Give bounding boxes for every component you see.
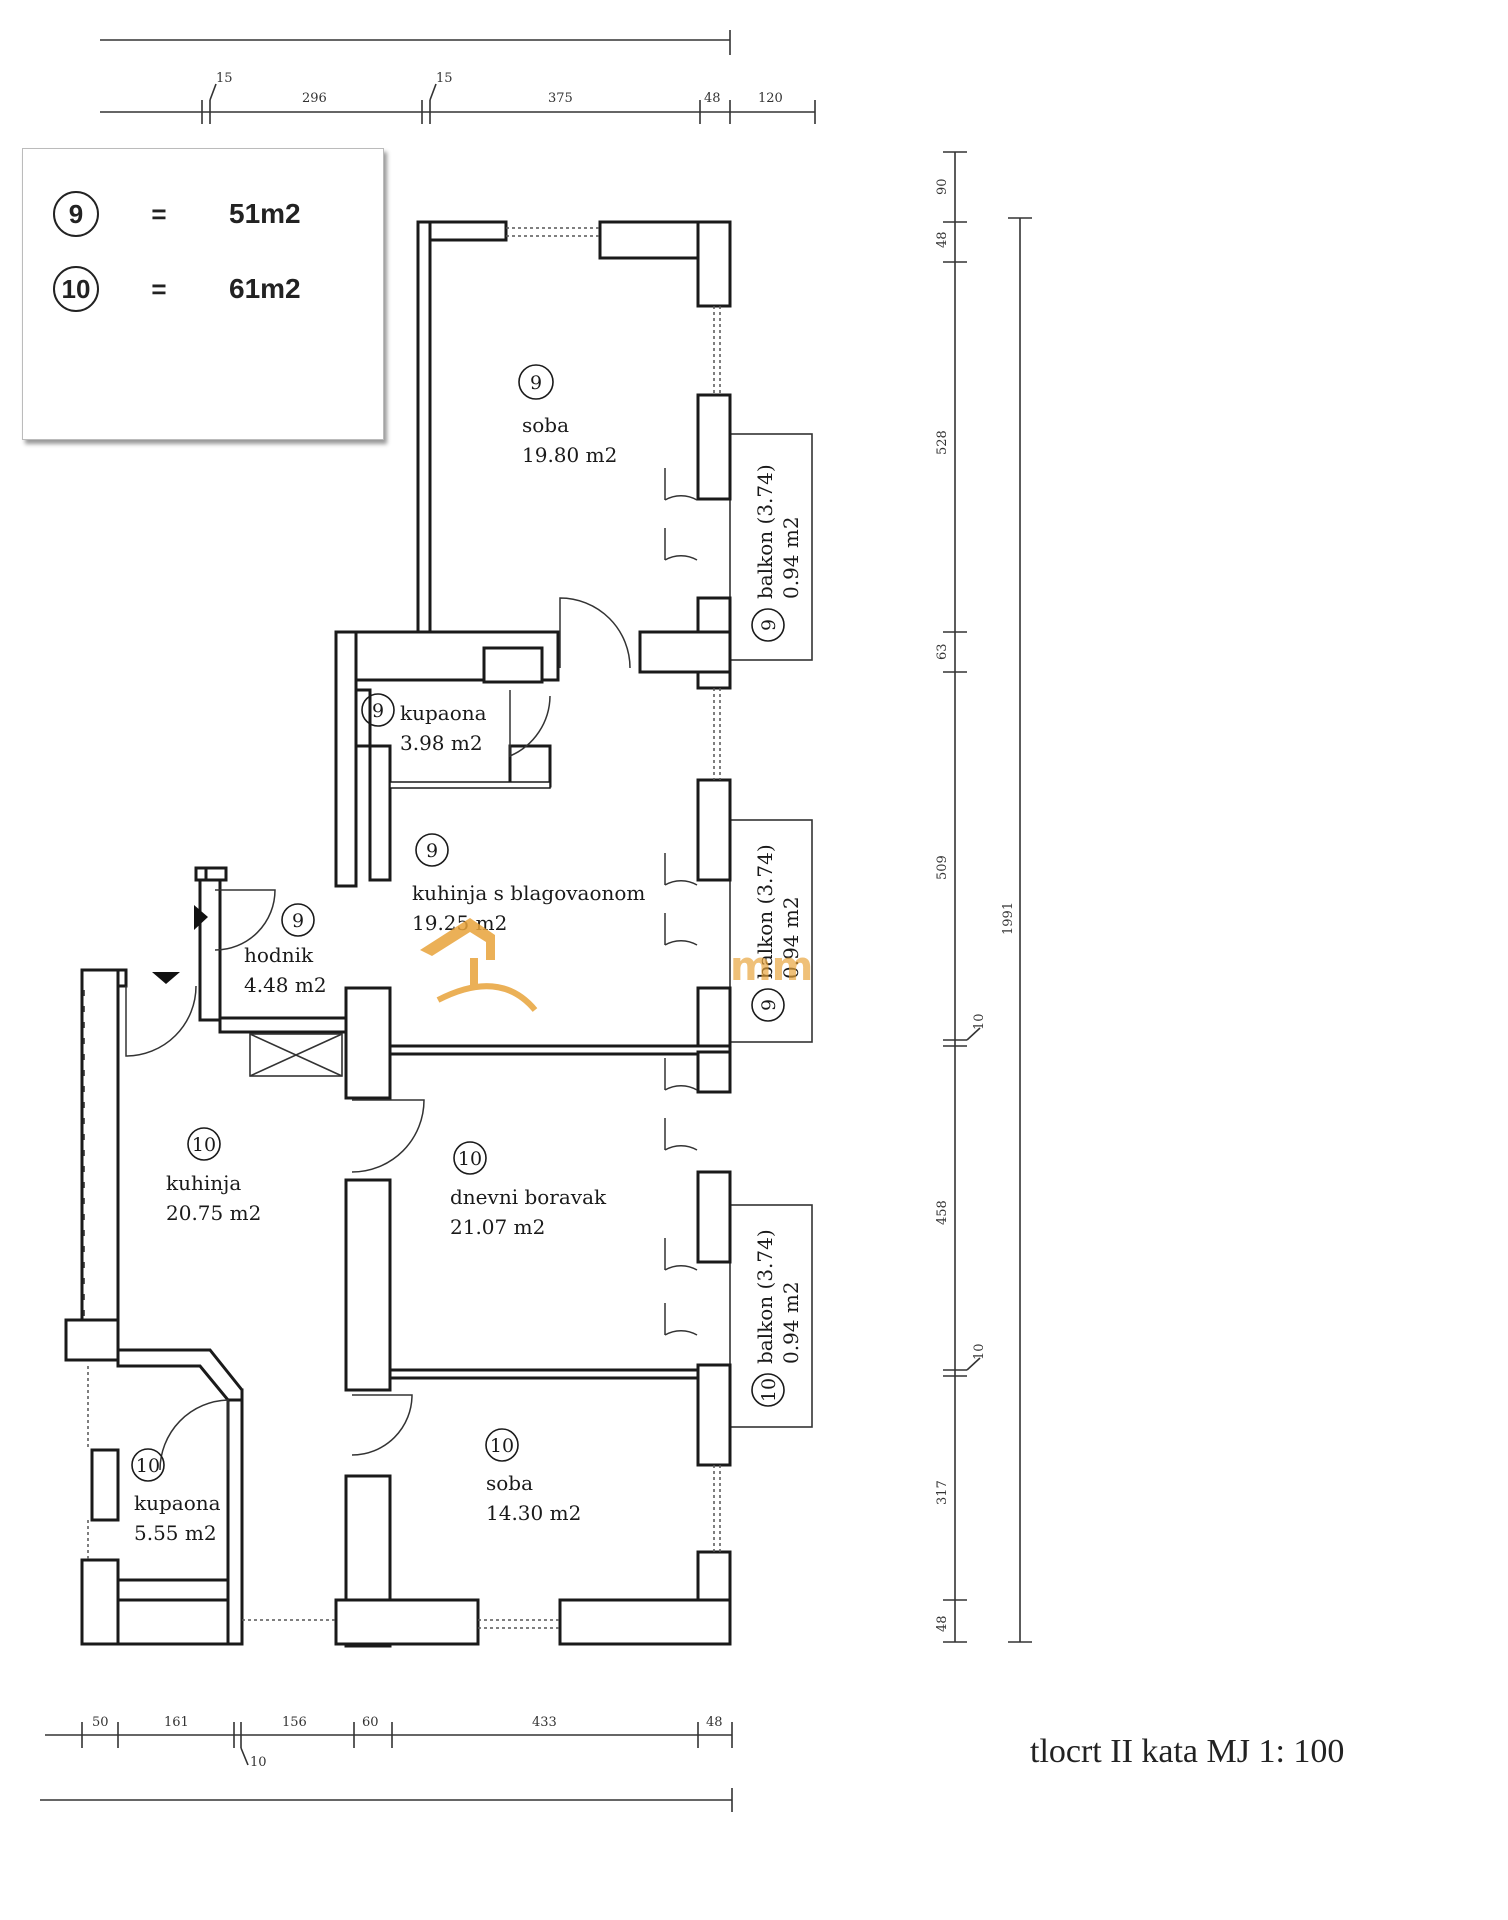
dim-bottom-2: 156	[282, 1715, 307, 1730]
legend-unit-badge: 9	[53, 191, 99, 237]
legend-equals: =	[151, 198, 167, 229]
dim-top-0: 15	[216, 71, 233, 86]
balcony-2-label: balkon (3.74)	[753, 844, 777, 979]
dim-total: 1991	[1001, 902, 1016, 935]
room-kuhinja-10-unit: 10	[192, 1134, 216, 1156]
room-kuhinja-10-area: 20.75 m2	[166, 1201, 261, 1225]
balcony-labels: 9 balkon (3.74) 0.94 m2 9 balkon (3.74) …	[751, 464, 803, 1407]
balconies	[729, 433, 813, 1428]
room-kupaona-9-unit: 9	[372, 700, 384, 722]
doors	[125, 468, 698, 1471]
room-soba-bottom-unit: 10	[490, 1435, 514, 1457]
dim-right-small-1: 10	[972, 1343, 987, 1360]
dim-bottom-1: 161	[164, 1715, 189, 1730]
dim-top-4: 48	[704, 91, 721, 106]
room-dnevni-area: 21.07 m2	[450, 1215, 545, 1239]
room-kupaona-9-name: kupaona	[400, 701, 487, 725]
dim-right-6: 317	[935, 1480, 950, 1505]
balcony-3-area: 0.94 m2	[779, 1281, 803, 1364]
legend-equals: =	[151, 273, 167, 304]
legend-unit-badge: 10	[53, 266, 99, 312]
dim-right-3: 63	[935, 643, 950, 660]
top-dimension-chain: 15 296 15 375 48 120	[100, 30, 816, 124]
dim-top-1: 296	[302, 91, 327, 106]
legend-area-value: 51m2	[229, 198, 301, 229]
balcony-3-unit: 10	[758, 1378, 780, 1402]
room-soba-bottom-area: 14.30 m2	[486, 1501, 581, 1525]
dim-right-7: 48	[935, 1615, 950, 1632]
legend-row-9: 9 = 51m2	[53, 189, 301, 239]
room-kupaona-9-area: 3.98 m2	[400, 731, 483, 755]
room-soba-top-name: soba	[522, 413, 569, 437]
dim-bottom-4: 433	[532, 1715, 557, 1730]
dim-top-2: 15	[436, 71, 453, 86]
room-soba-top-unit: 9	[530, 372, 542, 394]
room-hodnik-name: hodnik	[244, 943, 314, 967]
room-kuhinja-9-name: kuhinja s blagovaonom	[412, 881, 645, 905]
unit-area-legend: 9 = 51m2 10 = 61m2	[22, 148, 384, 440]
room-hodnik-unit: 9	[292, 910, 304, 932]
balcony-outline-3	[729, 1204, 813, 1428]
balcony-3-label: balkon (3.74)	[753, 1229, 777, 1364]
balcony-1-unit: 9	[758, 619, 780, 631]
legend-row-10: 10 = 61m2	[53, 264, 301, 314]
dim-right-1: 48	[935, 231, 950, 248]
room-kuhinja-9-unit: 9	[426, 840, 438, 862]
room-soba-top-area: 19.80 m2	[522, 443, 617, 467]
dim-right-2: 528	[935, 430, 950, 455]
dim-bottom-sub: 10	[250, 1755, 267, 1770]
dim-bottom-0: 50	[92, 1715, 109, 1730]
balcony-outline-2	[729, 819, 813, 1043]
right-dimension-chain: 90 48 528 63 509 458 317 48 10 10 1991	[935, 151, 1032, 1643]
balcony-1-label: balkon (3.74)	[753, 464, 777, 599]
room-kuhinja-10-name: kuhinja	[166, 1171, 241, 1195]
bottom-dimension-chain: 50 161 156 60 433 48 10	[40, 1715, 733, 1812]
room-soba-bottom-name: soba	[486, 1471, 533, 1495]
watermark-text: mm	[730, 944, 813, 990]
windows	[83, 227, 721, 1629]
dim-bottom-5: 48	[706, 1715, 723, 1730]
dim-right-small-0: 10	[972, 1013, 987, 1030]
watermark-logo: mm	[420, 918, 813, 1012]
room-kupaona-10-area: 5.55 m2	[134, 1521, 217, 1545]
balcony-2-unit: 9	[758, 999, 780, 1011]
room-kupaona-10-unit: 10	[136, 1455, 160, 1477]
room-kupaona-10-name: kupaona	[134, 1491, 221, 1515]
room-hodnik-area: 4.48 m2	[244, 973, 327, 997]
balcony-outline-1	[729, 433, 813, 661]
plan-caption: tlocrt II kata MJ 1: 100	[1030, 1733, 1345, 1770]
dim-right-0: 90	[935, 178, 950, 195]
legend-area-value: 61m2	[229, 273, 301, 304]
dim-top-5: 120	[758, 91, 783, 106]
balcony-2-area: 0.94 m2	[779, 896, 803, 979]
dim-right-5: 458	[935, 1200, 950, 1225]
dim-bottom-3: 60	[362, 1715, 379, 1730]
dim-right-4: 509	[935, 855, 950, 880]
room-dnevni-name: dnevni boravak	[450, 1185, 607, 1209]
house-icon	[420, 918, 495, 960]
balcony-1-area: 0.94 m2	[779, 516, 803, 599]
dim-top-3: 375	[548, 91, 573, 106]
walls	[64, 220, 732, 1648]
room-dnevni-unit: 10	[458, 1148, 482, 1170]
